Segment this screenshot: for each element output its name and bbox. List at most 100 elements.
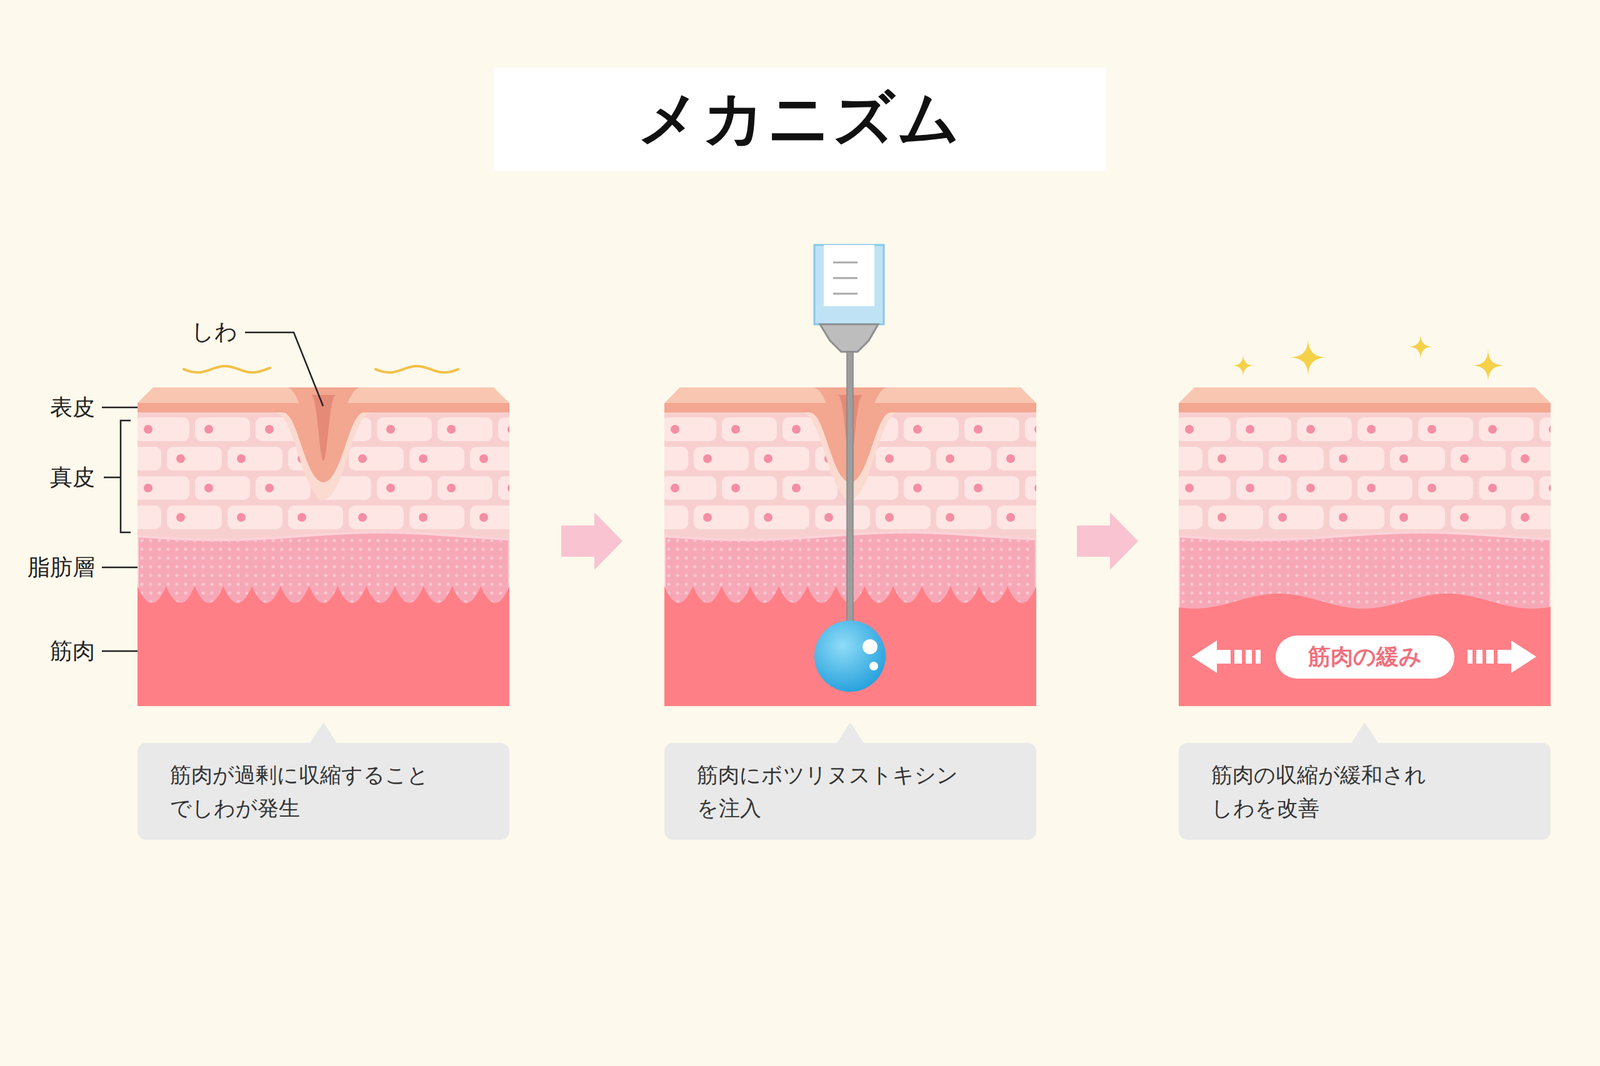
cell <box>754 446 810 471</box>
cell-nucleus <box>418 513 428 522</box>
cell <box>875 446 931 471</box>
cell <box>1478 476 1534 500</box>
wrinkle-label: しわ <box>191 316 238 348</box>
leader-line <box>245 332 324 407</box>
cell <box>1236 417 1292 442</box>
cell <box>1178 417 1231 442</box>
cell <box>166 446 222 471</box>
cell <box>903 417 959 442</box>
cell-nucleus <box>1245 483 1255 493</box>
cell <box>936 505 992 530</box>
cell-nucleus <box>1460 454 1469 464</box>
cell <box>137 505 162 530</box>
epidermis <box>1178 403 1551 413</box>
cell-nucleus <box>703 454 712 464</box>
sparkle <box>1471 349 1505 382</box>
cell-nucleus <box>885 513 894 522</box>
cell-nucleus <box>236 454 246 464</box>
caption-text: 筋肉の収縮が緩和され しわを改善 <box>1211 758 1519 825</box>
fat-texture <box>1178 532 1551 707</box>
cell-nucleus <box>297 513 307 522</box>
cell <box>664 476 717 500</box>
cell <box>288 505 344 530</box>
cell <box>498 417 510 442</box>
cell <box>137 446 162 471</box>
caption-box: 筋肉の収縮が緩和され しわを改善 <box>1178 743 1551 840</box>
cell-nucleus <box>1399 454 1409 464</box>
cell <box>498 476 510 500</box>
syringe-hub <box>820 324 879 352</box>
caption-text: 筋肉が過剰に収縮すること でしわが発生 <box>170 758 477 825</box>
cell <box>875 505 931 530</box>
cell-nucleus <box>1488 425 1497 434</box>
arrow-dash <box>1255 650 1261 664</box>
cell <box>1329 505 1385 530</box>
leader-line <box>101 406 138 409</box>
cell-nucleus <box>1399 513 1409 522</box>
cell <box>1025 417 1037 442</box>
cell-nucleus <box>1427 483 1437 493</box>
scale-mark <box>833 261 858 264</box>
leader-line <box>101 566 138 569</box>
caption-box: 筋肉にボツリヌストキシン を注入 <box>664 743 1037 840</box>
muscle <box>1178 593 1551 707</box>
cell-nucleus <box>479 454 489 464</box>
cell-nucleus <box>1034 483 1037 493</box>
cell <box>137 476 190 500</box>
arrow-dash <box>1245 650 1252 664</box>
cell-nucleus <box>358 454 367 464</box>
arrow-dash <box>1234 650 1242 664</box>
cell-nucleus <box>1278 513 1287 522</box>
cell <box>964 417 1020 442</box>
cell-nucleus <box>703 513 712 522</box>
cell <box>376 417 432 442</box>
cell <box>1296 417 1352 442</box>
botox-droplet <box>814 620 886 692</box>
cell-nucleus <box>1306 425 1315 434</box>
fat-texture <box>137 532 510 707</box>
cell <box>1450 446 1506 471</box>
cell <box>1478 417 1534 442</box>
wrinkle <box>286 387 362 470</box>
cell <box>721 476 777 500</box>
cell-nucleus <box>1488 483 1497 493</box>
cell-nucleus <box>973 425 983 434</box>
leader-line <box>103 476 121 479</box>
cell <box>1511 446 1551 471</box>
arrow-dash <box>1216 650 1231 664</box>
cell-nucleus <box>731 425 740 434</box>
cell-nucleus <box>176 513 185 522</box>
cell-nucleus <box>791 483 801 493</box>
fat-layer <box>1178 532 1551 707</box>
relax-pill: 筋肉の緩み <box>1275 635 1455 679</box>
cell-nucleus <box>176 454 185 464</box>
cell <box>1268 446 1324 471</box>
syringe-window <box>823 245 875 307</box>
cell <box>664 417 717 442</box>
cell-nucleus <box>731 483 740 493</box>
title: メカニズム <box>637 78 963 161</box>
cell <box>996 446 1037 471</box>
cell <box>693 505 749 530</box>
highlight <box>869 661 879 671</box>
cell <box>1418 476 1474 500</box>
highlight <box>862 639 878 655</box>
relax-arrows <box>1191 640 1537 674</box>
sparkle <box>1231 354 1255 377</box>
cell <box>470 446 510 471</box>
cell-nucleus <box>1366 425 1376 434</box>
cell <box>137 417 190 442</box>
cell-nucleus <box>1338 454 1348 464</box>
cell-nucleus <box>763 513 773 522</box>
cell <box>1268 505 1324 530</box>
cell <box>1450 505 1506 530</box>
cell-nucleus <box>1217 513 1227 522</box>
cell <box>227 505 283 530</box>
cell-nucleus <box>204 483 214 493</box>
cell <box>166 505 222 530</box>
leader-line <box>101 650 138 653</box>
cell <box>470 505 510 530</box>
cell <box>409 505 465 530</box>
layer-label: 真皮 <box>50 462 95 494</box>
